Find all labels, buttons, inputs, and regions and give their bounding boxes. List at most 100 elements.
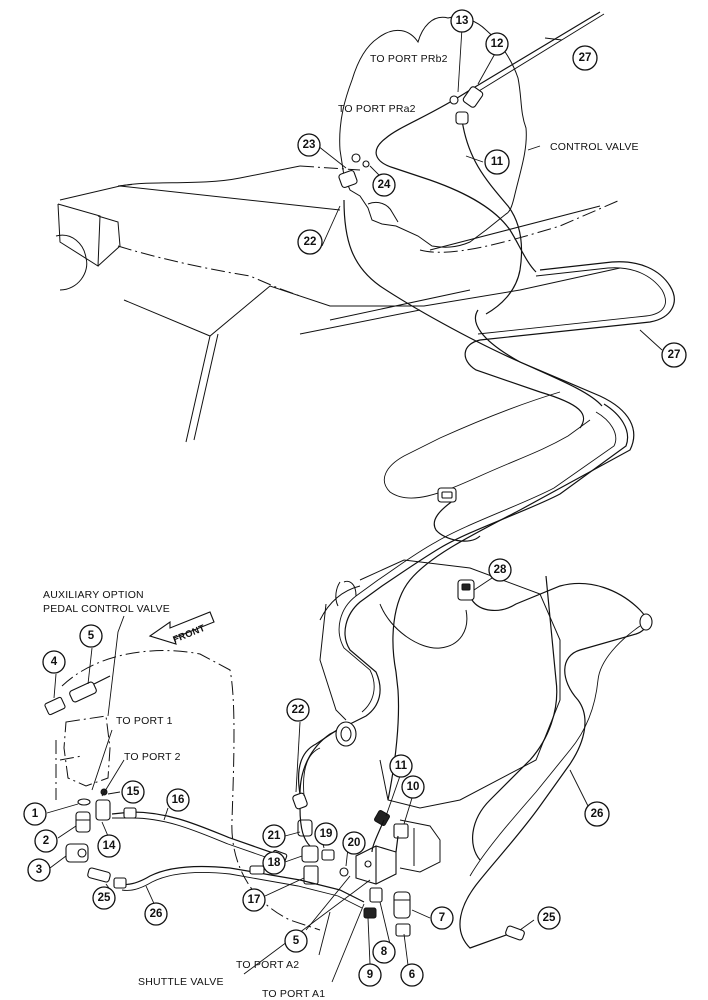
callout-13: 13 <box>450 9 474 33</box>
fitting-14 <box>95 799 111 821</box>
svg-text:3: 3 <box>36 864 42 876</box>
callout-25-left: 25 <box>92 886 116 910</box>
shuttle-valve-body <box>355 845 397 885</box>
callout-4: 4 <box>42 650 66 674</box>
callout-5-lower: 5 <box>284 929 308 953</box>
pipe-27-loop <box>464 261 675 429</box>
front-arrow <box>148 611 215 645</box>
frame-right-edge <box>299 205 601 335</box>
callout-2: 2 <box>34 829 58 853</box>
hose-16 <box>111 811 277 855</box>
svg-text:27: 27 <box>579 52 592 64</box>
svg-text:4: 4 <box>51 656 58 668</box>
pipe-27-upper-b <box>473 13 605 95</box>
fitting-17 <box>303 865 319 885</box>
hose-26-end <box>113 865 265 889</box>
callout-18: 18 <box>262 851 286 875</box>
cab-lower-box <box>319 559 561 809</box>
fitting-22-lower <box>292 792 308 810</box>
svg-text:11: 11 <box>491 156 504 168</box>
svg-text:7: 7 <box>439 912 445 924</box>
fitting-19 <box>321 849 335 861</box>
frame-vertical-posts <box>185 333 219 443</box>
sensor-28 <box>457 579 475 601</box>
label-auxiliary-option: AUXILIARY OPTION <box>43 589 144 601</box>
callout-12: 12 <box>485 32 509 56</box>
callout-27-top: 27 <box>572 45 598 71</box>
svg-text:8: 8 <box>381 946 388 958</box>
hose-11-lower <box>387 309 635 801</box>
callout-6: 6 <box>400 963 424 987</box>
fitting-8 <box>369 887 383 903</box>
callout-21: 21 <box>262 824 286 848</box>
fitting-18 <box>301 845 319 863</box>
hose-to-shuttle <box>297 727 399 853</box>
svg-text:24: 24 <box>378 179 391 191</box>
label-control-valve: CONTROL VALVE <box>550 141 639 153</box>
frame-upper-line <box>59 165 341 211</box>
frame-middle-line <box>123 267 621 337</box>
svg-text:5: 5 <box>293 935 300 947</box>
svg-text:25: 25 <box>98 892 111 904</box>
callout-17: 17 <box>242 888 266 912</box>
svg-text:2: 2 <box>43 835 49 847</box>
svg-text:19: 19 <box>320 828 333 840</box>
callout-25-right: 25 <box>537 906 561 930</box>
svg-text:9: 9 <box>367 969 373 981</box>
svg-text:28: 28 <box>494 564 507 576</box>
svg-text:17: 17 <box>248 894 261 906</box>
connector-middle <box>437 487 457 503</box>
svg-text:1: 1 <box>32 808 39 820</box>
callout-22-lower: 22 <box>286 698 310 722</box>
fitting-25-right <box>505 925 525 941</box>
fitting-24 <box>362 160 370 168</box>
hose-bundle-middle-c <box>383 391 591 499</box>
fitting-7 <box>393 891 411 919</box>
callout-26-left: 26 <box>144 902 168 926</box>
label-to-port-1: TO PORT 1 <box>116 715 173 727</box>
callout-26-right: 26 <box>584 801 610 827</box>
hose-26-left-b <box>121 872 363 909</box>
frame-left-arc <box>55 234 88 291</box>
hose-16-b <box>112 817 275 861</box>
pipe-27-upper <box>375 11 601 273</box>
svg-text:18: 18 <box>268 857 281 869</box>
callout-23: 23 <box>297 133 321 157</box>
fitting-11-top <box>455 111 469 125</box>
callout-5-left: 5 <box>79 624 103 648</box>
svg-text:25: 25 <box>543 912 556 924</box>
callout-16: 16 <box>166 788 190 812</box>
svg-text:21: 21 <box>268 830 281 842</box>
svg-text:22: 22 <box>292 704 305 716</box>
frame-dash-chain <box>117 165 621 253</box>
callout-11-top: 11 <box>484 149 510 175</box>
fitting-3 <box>65 843 89 863</box>
svg-text:22: 22 <box>304 236 317 248</box>
fitting-25-left <box>87 867 111 883</box>
callout-9: 9 <box>358 963 382 987</box>
fitting-right-end <box>639 613 653 631</box>
pedal-valve-outline <box>63 715 111 787</box>
label-to-port-a1: TO PORT A1 <box>262 988 325 1000</box>
pedal-valve-side <box>55 740 83 800</box>
callout-14: 14 <box>97 834 121 858</box>
callout-7: 7 <box>430 906 454 930</box>
hose-to-shuttle-b <box>303 747 321 797</box>
svg-text:14: 14 <box>103 840 116 852</box>
hose-26-left <box>119 865 365 903</box>
callout-24: 24 <box>372 173 396 197</box>
label-pedal-control-valve: PEDAL CONTROL VALVE <box>43 603 170 615</box>
hose-bundle-middle-b <box>338 411 617 713</box>
hose-to-connector <box>433 499 481 542</box>
callout-22-top: 22 <box>297 229 323 255</box>
svg-text:27: 27 <box>668 349 681 361</box>
hose-22-top <box>343 199 603 407</box>
callout-11-lower: 11 <box>389 754 413 778</box>
shuttle-bracket <box>399 819 441 873</box>
hose-bundle-middle <box>299 403 629 795</box>
fitting-pra2 <box>351 153 361 163</box>
fitting-9 <box>363 907 377 919</box>
cab-lower-arc <box>379 603 468 649</box>
callout-8: 8 <box>372 940 396 964</box>
